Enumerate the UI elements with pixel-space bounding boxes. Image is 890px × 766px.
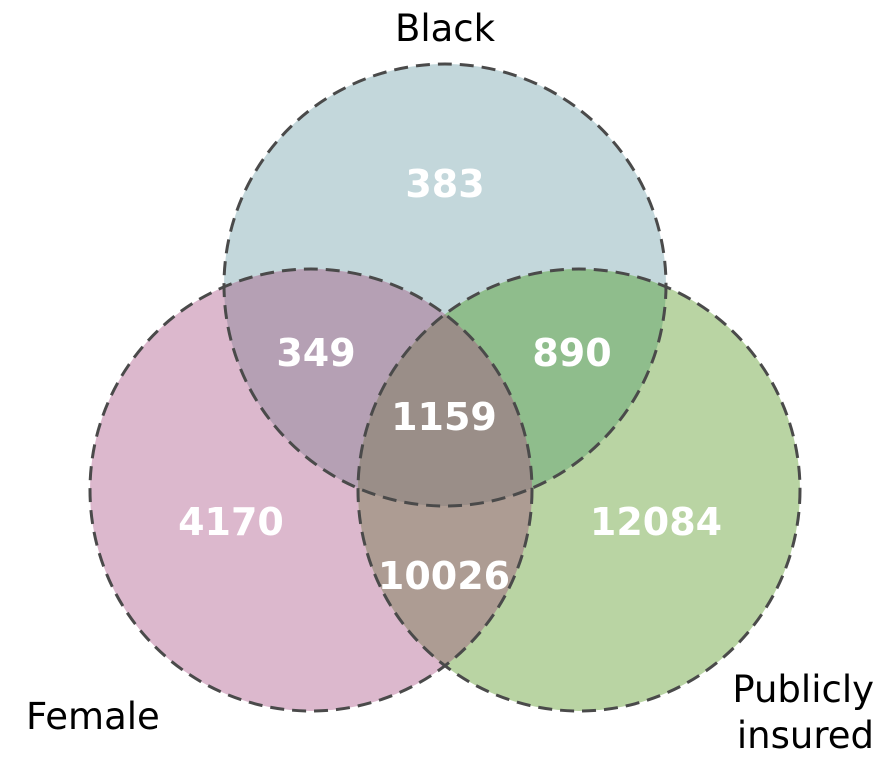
set-label-publicly-insured-line2: insured (737, 714, 874, 757)
count-black-female: 349 (276, 331, 355, 375)
count-black-publicly-insured: 890 (532, 331, 611, 375)
set-label-publicly-insured-line1: Publicly (732, 668, 874, 711)
set-label-black: Black (395, 7, 496, 50)
count-publicly-insured-only: 12084 (590, 500, 722, 544)
count-black-only: 383 (405, 162, 484, 206)
circle-outline-publicly-insured (356, 267, 802, 713)
count-female-only: 4170 (178, 500, 284, 544)
venn-fill-layer (90, 64, 800, 711)
circle-outline-female (88, 267, 534, 713)
region-fill-all-three (358, 269, 532, 506)
circle-outline-black (222, 62, 668, 508)
count-all-three: 1159 (391, 395, 497, 439)
set-label-female: Female (26, 695, 160, 738)
venn-outline-layer (88, 62, 802, 713)
count-female-publicly-insured: 10026 (378, 554, 510, 598)
